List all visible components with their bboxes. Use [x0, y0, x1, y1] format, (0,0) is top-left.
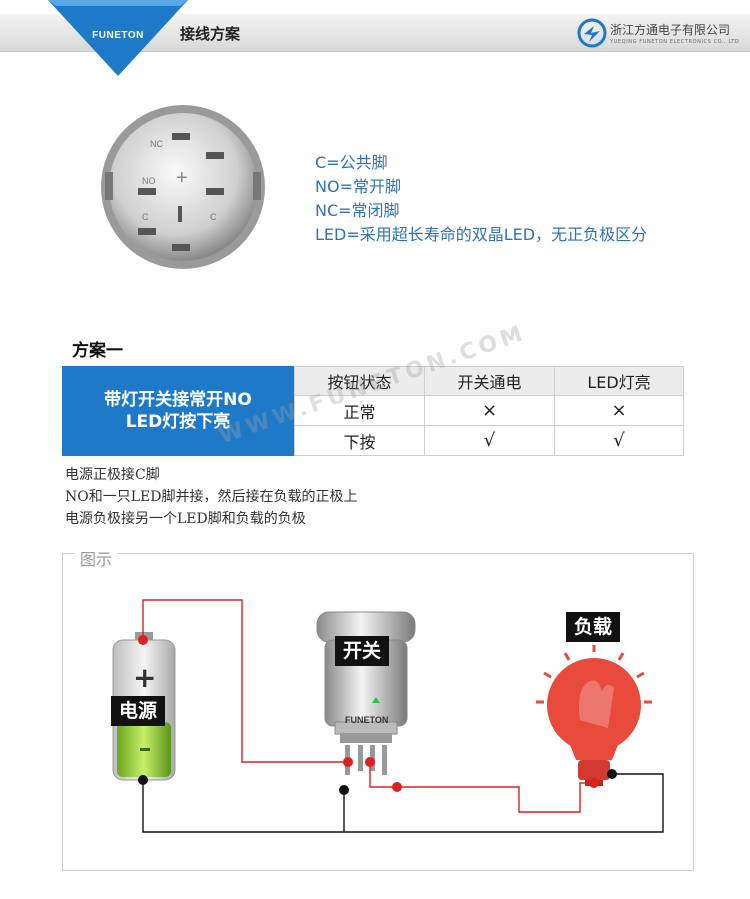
red-wires [142, 599, 594, 813]
switch-label: 开关 [335, 636, 390, 666]
pin-no [138, 188, 156, 195]
scheme-description: 带灯开关接常开NO LED灯按下亮 [62, 366, 294, 456]
switch-connector-pinout: NC + NO C C [101, 105, 265, 269]
section-title: 接线方案 [180, 25, 241, 43]
pin-label-no: NO [142, 176, 156, 186]
pin-led-1 [206, 152, 224, 159]
pin-c-2 [172, 244, 190, 251]
wiring-note: 电源负极接另一个LED脚和负载的负极 [65, 511, 306, 527]
table-cell: √ [554, 425, 684, 456]
diagram-title: 图示 [74, 546, 119, 570]
scheme-title: 方案一 [72, 341, 123, 361]
table-cell: 下按 [294, 425, 425, 456]
black-wires [142, 773, 664, 833]
table-header-cell: LED灯亮 [554, 366, 684, 396]
table-cell: × [424, 395, 555, 426]
pin-label-c-left: C [142, 212, 149, 222]
power-label: 电源 [111, 696, 166, 726]
company-name: 浙江方通电子有限公司 [610, 23, 731, 37]
legend-line-led: LED=采用超长寿命的双晶LED，无正负极区分 [315, 225, 648, 244]
pin-led-2 [206, 188, 224, 195]
scheme-description-line: LED灯按下亮 [125, 412, 231, 432]
legend-line-nc: NC=常闭脚 [315, 201, 400, 220]
pin-label-plus: + [176, 167, 188, 189]
pin-nc [172, 133, 190, 140]
brand-name: FUNETON [92, 30, 144, 41]
bulb-icon [536, 645, 652, 786]
table-cell: √ [424, 425, 555, 456]
wiring-note: 电源正极接C脚 [65, 467, 160, 483]
switch-brand-label: FUNETON [345, 715, 388, 725]
pin-c-1 [138, 228, 156, 235]
wire-junctions [138, 635, 617, 795]
scheme-description-line: 带灯开关接常开NO [104, 390, 252, 410]
pin-label-nc: NC [150, 139, 163, 149]
legend-line-no: NO=常开脚 [315, 177, 401, 196]
company-name-en: YUEQING FUNETON ELECTRONICS CO., LTD [610, 39, 740, 45]
wiring-note: NO和一只LED脚并接，然后接在负载的正极上 [65, 489, 358, 505]
company-logo-icon [577, 18, 607, 48]
legend-line-c: C=公共脚 [315, 153, 388, 172]
load-label: 负载 [566, 612, 621, 642]
pin-label-c-right: C [210, 212, 217, 222]
battery-plus-label: + [133, 661, 156, 694]
table-header-cell: 开关通电 [424, 366, 555, 396]
diagram-frame [62, 553, 694, 871]
pin-legend: C=公共脚 NO=常开脚 NC=常闭脚 LED=采用超长寿命的双晶LED，无正负… [315, 151, 647, 247]
scheme-table: 带灯开关接常开NO LED灯按下亮 按钮状态 开关通电 LED灯亮 正常 × ×… [62, 366, 684, 456]
brand-badge [48, 0, 188, 76]
wiring-notes: 电源正极接C脚 NO和一只LED脚并接，然后接在负载的正极上 电源负极接另一个L… [65, 464, 357, 530]
